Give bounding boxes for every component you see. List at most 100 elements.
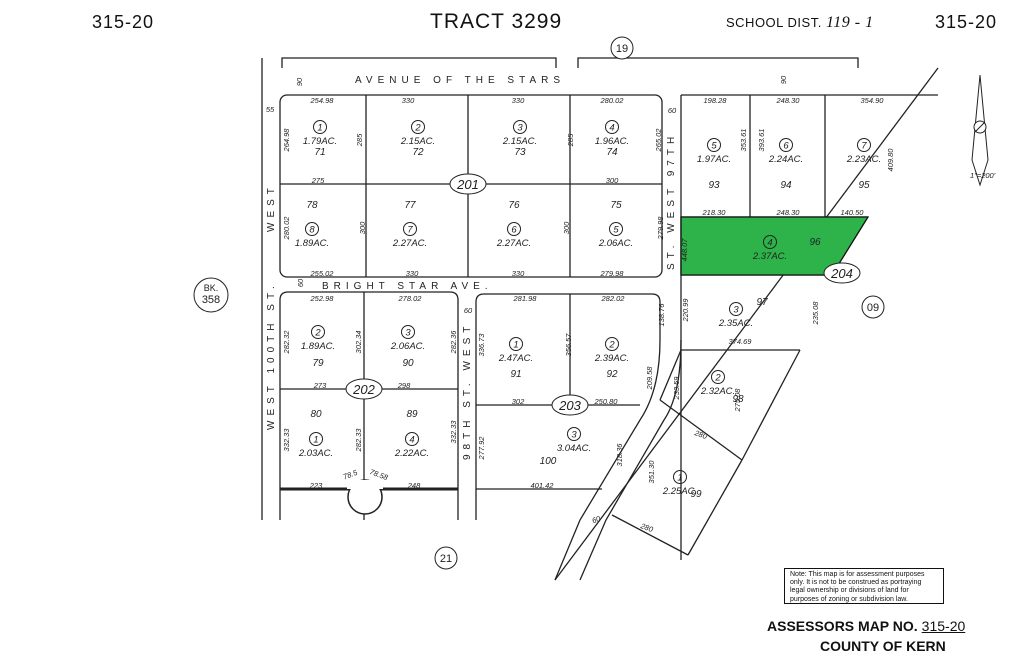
parcel-95[interactable]: 72.23AC.95 xyxy=(846,138,881,192)
west-top-label: WEST xyxy=(266,183,277,232)
parcel-number: 3 xyxy=(517,123,523,134)
lot-number: 99 xyxy=(690,489,702,500)
school-district-label: SCHOOL DIST. xyxy=(726,15,822,30)
dimension-label: 254.98 xyxy=(310,96,335,105)
parcel-76[interactable]: 62.27AC.76 xyxy=(496,200,531,249)
parcel-73[interactable]: 32.15AC.73 xyxy=(502,120,537,159)
parcel-acres: 1.89AC. xyxy=(301,341,335,352)
parcel-number-circle xyxy=(567,427,581,441)
parcel-97[interactable]: 32.35AC.97 xyxy=(718,297,768,329)
parcel-number: 4 xyxy=(609,123,614,134)
dimension-label: 318.36 xyxy=(615,443,624,467)
lot-number: 71 xyxy=(314,147,325,158)
parcel-number: 3 xyxy=(733,305,739,316)
parcel-96[interactable]: 42.37AC.96 xyxy=(752,235,821,263)
dimension-label: 60 xyxy=(591,514,603,526)
parcel-number: 1 xyxy=(313,435,318,446)
west-100th-st-label: WEST 100TH ST. xyxy=(266,281,277,430)
parcel-91[interactable]: 12.47AC.91 xyxy=(498,337,533,381)
dimension-label: 60 xyxy=(668,106,677,115)
lot-number: 77 xyxy=(404,200,416,211)
lot-number: 78 xyxy=(306,200,318,211)
parcel-92[interactable]: 22.39AC.92 xyxy=(594,337,629,381)
dimension-label: 277.92 xyxy=(477,436,486,461)
parcel-79[interactable]: 21.89AC.79 xyxy=(301,325,335,370)
dimension-label: 353.61 xyxy=(739,129,748,152)
parcel-labels: 11.79AC.7122.15AC.7232.15AC.7341.96AC.74… xyxy=(295,120,881,501)
parcel-number-circle xyxy=(401,325,415,339)
dimension-label: 90 xyxy=(779,75,788,84)
parcel-80[interactable]: 12.03AC.80 xyxy=(298,409,333,459)
dimension-label: 280 xyxy=(638,521,655,534)
dimension-label: 90 xyxy=(295,77,304,86)
parcel-number: 3 xyxy=(571,430,577,441)
parcel-72[interactable]: 22.15AC.72 xyxy=(400,120,435,159)
parcel-94[interactable]: 62.24AC.94 xyxy=(768,138,803,192)
parcel-93[interactable]: 51.97AC.93 xyxy=(697,138,731,192)
dimension-label: 60 xyxy=(464,306,473,315)
dimension-label: 55 xyxy=(266,105,275,114)
dimension-label: 279.98 xyxy=(600,269,625,278)
lot-number: 100 xyxy=(540,456,557,467)
parcel-number: 8 xyxy=(309,225,315,236)
dimension-label: 354.90 xyxy=(861,96,885,105)
dimension-label: 302 xyxy=(512,397,525,406)
assessors-map-label: ASSESSORS MAP NO. xyxy=(767,618,918,634)
parcel-number: 1 xyxy=(317,123,322,134)
parcel-number-circle xyxy=(711,370,725,384)
parcel-75[interactable]: 52.06AC.75 xyxy=(598,200,633,249)
lot-number: 96 xyxy=(809,237,821,248)
parcel-90[interactable]: 32.06AC.90 xyxy=(390,325,425,370)
parcel-71[interactable]: 1 1.79AC.71 xyxy=(303,120,337,159)
parcel-number-circle xyxy=(707,138,721,152)
parcel-99[interactable]: 12.25AC.99 xyxy=(662,470,702,501)
parcel-100[interactable]: 33.04AC.100 xyxy=(540,427,592,468)
parcel-number: 4 xyxy=(409,435,414,446)
dimension-label: 285 xyxy=(355,133,364,147)
parcel-78[interactable]: 81.89AC.78 xyxy=(295,200,329,249)
parcel-77[interactable]: 72.27AC.77 xyxy=(392,200,427,249)
parcel-number: 3 xyxy=(405,328,411,339)
parcel-number-circle xyxy=(857,138,871,152)
dimension-label: 280.02 xyxy=(282,216,291,241)
dimension-label: 282.32 xyxy=(282,330,291,355)
svg-text:203: 203 xyxy=(558,398,581,413)
parcel-number-circle xyxy=(405,432,419,446)
dimension-label: 252.98 xyxy=(310,294,335,303)
parcel-number: 7 xyxy=(861,141,867,152)
ref-09: 09 xyxy=(861,295,885,319)
parcel-acres: 1.79AC. xyxy=(303,136,337,147)
parcel-98[interactable]: 22.32AC.98 xyxy=(700,370,744,406)
parcel-number: 5 xyxy=(711,141,717,152)
dimension-label: 275.08 xyxy=(733,388,742,413)
parcel-number: 1 xyxy=(677,473,682,484)
lot-number: 80 xyxy=(310,409,322,420)
parcel-number-circle xyxy=(609,222,623,236)
dimension-label: 332.33 xyxy=(449,420,458,444)
dimension-label: 282.33 xyxy=(354,428,363,453)
dimension-label: 248 xyxy=(407,481,421,490)
parcel-acres: 2.06AC. xyxy=(598,238,633,249)
parcel-number: 2 xyxy=(314,328,321,339)
svg-text:202: 202 xyxy=(352,382,375,397)
lot-number: 91 xyxy=(510,369,521,380)
dimension-label: 330 xyxy=(406,269,419,278)
lot-number: 75 xyxy=(610,200,622,211)
dimension-label: 233.59 xyxy=(672,376,681,401)
parcel-number-circle xyxy=(305,222,319,236)
parcel-acres: 2.27AC. xyxy=(496,238,531,249)
parcel-74[interactable]: 41.96AC.74 xyxy=(595,120,629,159)
dimension-label: 281.98 xyxy=(513,294,538,303)
map-number-right: 315-20 xyxy=(935,12,998,32)
svg-text:201: 201 xyxy=(456,177,479,192)
dimension-label: 356.57 xyxy=(564,333,573,357)
lot-number: 73 xyxy=(514,147,526,158)
lot-number: 94 xyxy=(780,180,792,191)
parcel-acres: 2.39AC. xyxy=(594,353,629,364)
assessment-note: Note: This map is for assessment purpose… xyxy=(784,568,944,604)
dimension-label: 60 xyxy=(296,278,305,287)
dimension-label: 285 xyxy=(566,133,575,147)
block-203: 203 xyxy=(551,394,589,416)
parcel-89[interactable]: 42.22AC.89 xyxy=(394,409,429,459)
